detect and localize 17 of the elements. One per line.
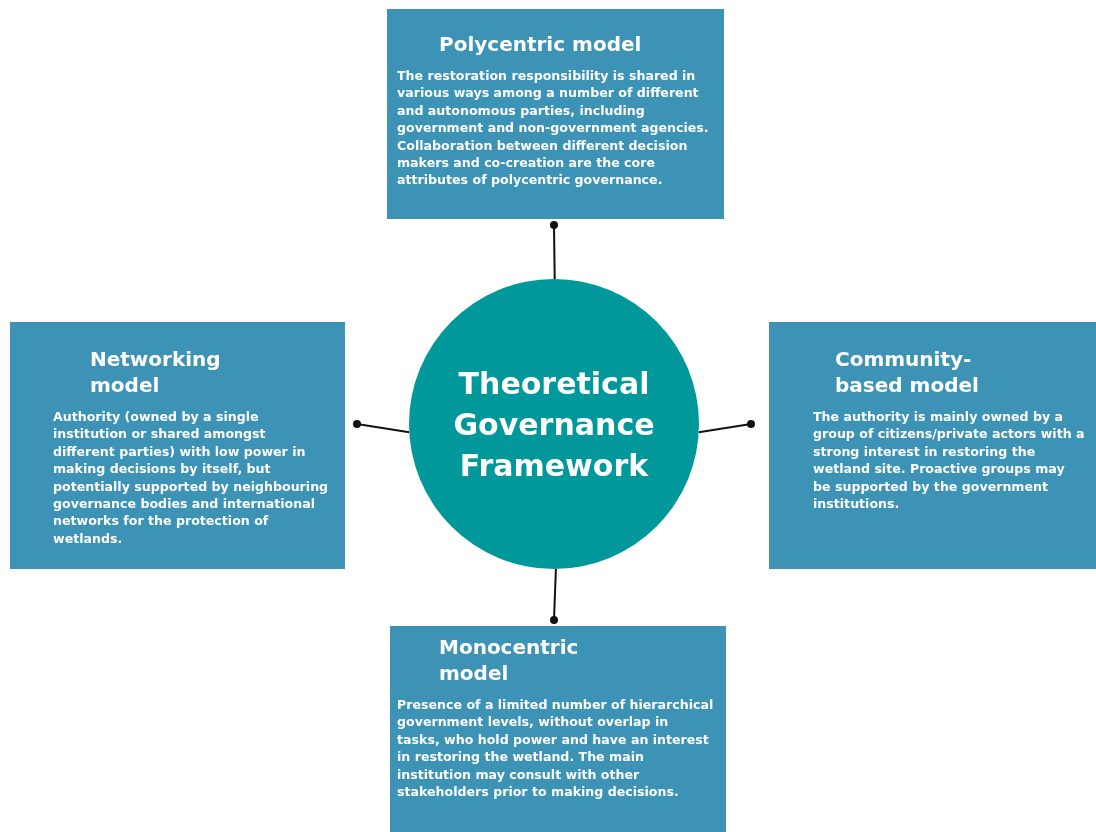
connector-line xyxy=(353,420,411,434)
circle-title: Theoretical Governance Framework xyxy=(452,364,656,485)
model-box xyxy=(390,626,726,832)
box-heading: Community-based model xyxy=(835,346,980,398)
connector-line xyxy=(697,420,755,434)
connector-line xyxy=(550,221,558,280)
model-box xyxy=(387,9,724,219)
box-heading: Networking model xyxy=(90,346,222,398)
box-heading: Monocentric model xyxy=(439,634,580,686)
box-description: The authority is mainly owned by a group of citizens/private actors with a strong interest in restoring the wetland site. Proactive groups may be supported by the government institutions. xyxy=(813,408,1086,513)
box-description: Authority (owned by a single institution or shared amongst different parties) with low power in making decisions by itself, but potentially supported by neighbouring governance bodies and international networks for the protection of wetlands. xyxy=(53,408,330,548)
box-heading: Polycentric model xyxy=(439,31,643,57)
box-description: The restoration responsibility is shared in various ways among a number of different and autonomous parties, including government and non-government agencies. Collaboration between different decision makers and co-creation are the core attributes of polycentric governance. xyxy=(397,67,710,189)
model-box xyxy=(769,322,1096,569)
connector-line xyxy=(550,568,558,624)
model-box xyxy=(10,322,345,569)
box-description: Presence of a limited number of hierarchical government levels, without overlap in tasks, who hold power and have an interest in restoring the wetland. The main institution may consult with other stakeholders prior to making decisions. xyxy=(397,696,714,801)
